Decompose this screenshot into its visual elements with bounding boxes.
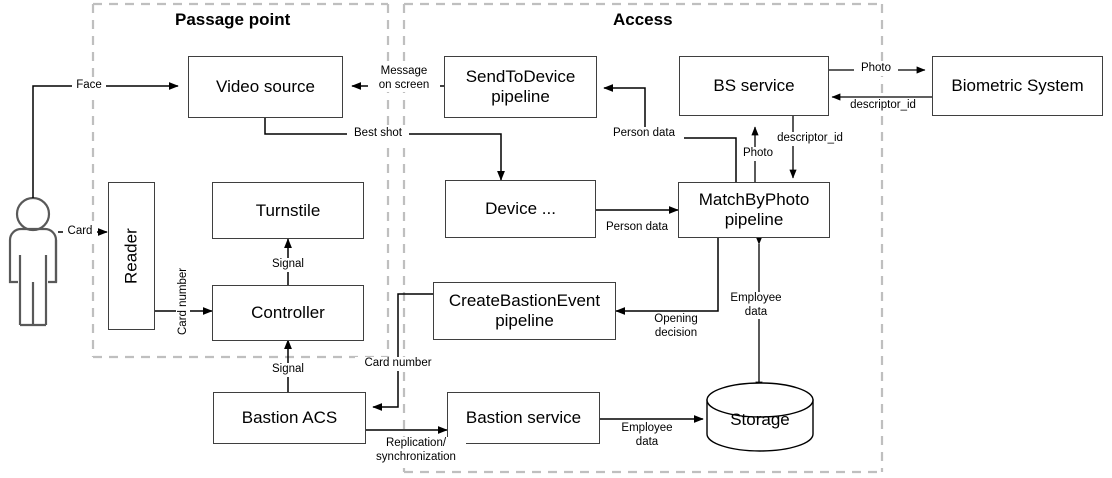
edge-label-opening-decision: Opening decision [638,313,714,341]
edge-label-card: Card [63,225,97,239]
zone-title-access: Access [613,10,673,29]
node-bs-service[interactable]: BS service [679,56,829,116]
edge-label-photo-bs-biometric: Photo [854,62,898,76]
edge-label-message-on-screen: Message on screen [368,65,440,93]
node-match-by-photo[interactable]: MatchByPhoto pipeline [678,182,830,238]
edge-label-best-shot: Best shot [347,127,409,141]
edge-label-signal-turnstile: Signal [266,258,310,272]
node-send-to-device[interactable]: SendToDevice pipeline [444,56,597,118]
edge-label-person-data-device: Person data [597,221,677,235]
node-bastion-acs[interactable]: Bastion ACS [213,392,366,444]
edge-label-employee-data-service-storage: Employee data [610,422,684,450]
actor-figure [8,196,58,327]
edge-label-card-number-controller: Card number [355,357,441,371]
node-biometric-system[interactable]: Biometric System [932,56,1103,116]
node-video-source[interactable]: Video source [188,56,343,118]
edge-label-replication-synchronization: Replication/ synchronization [366,437,466,465]
node-reader[interactable]: Reader [108,182,155,330]
node-storage-label[interactable]: Storage [730,410,790,429]
node-bastion-service[interactable]: Bastion service [447,392,600,444]
zone-title-passage-point: Passage point [175,10,291,29]
edge-label-descriptor-id-biometric-bs: descriptor_id [845,99,921,113]
edge-label-employee-data-match-storage: Employee data [723,292,789,320]
node-device[interactable]: Device ... [445,180,596,238]
storage-cylinder [706,382,814,452]
edge-label-signal-controller: Signal [266,363,310,377]
node-turnstile[interactable]: Turnstile [212,182,364,239]
edge-label-descriptor-id-bs-match: descriptor_id [774,132,846,146]
edge-label-card-number-reader: Card number [176,261,190,341]
edge-label-face: Face [72,79,106,93]
node-create-bastion-event[interactable]: CreateBastionEvent pipeline [433,282,616,340]
edge-label-photo-match-bs: Photo [737,147,779,161]
node-controller[interactable]: Controller [212,285,364,341]
edge-label-person-data-match: Person data [604,127,684,141]
